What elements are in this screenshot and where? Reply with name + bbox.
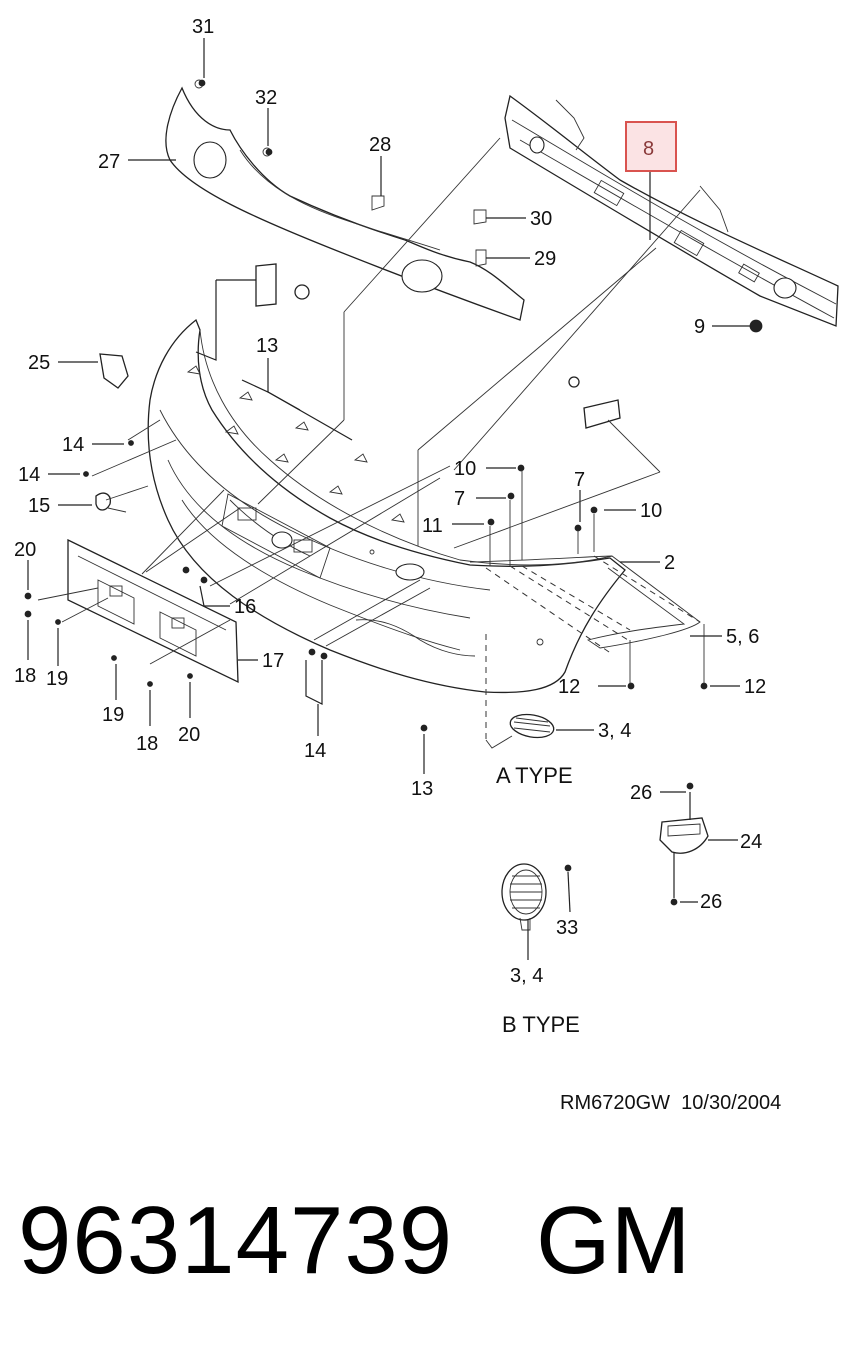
callout-5-6: 5, 6	[726, 626, 759, 648]
callout-25: 25	[28, 352, 50, 374]
callout-20-a: 20	[14, 539, 36, 561]
callout-18-b: 18	[136, 733, 158, 755]
fog-lamp-b-type-part	[501, 863, 547, 931]
callout-14-b: 14	[18, 464, 40, 486]
callout-26-b: 26	[700, 891, 722, 913]
callout-10-b: 10	[640, 500, 662, 522]
callout-14-a: 14	[62, 434, 84, 456]
callout-3-4-a: 3, 4	[598, 720, 631, 742]
callout-26-a: 26	[630, 782, 652, 804]
callout-11: 11	[422, 515, 443, 537]
callout-2: 2	[664, 552, 675, 574]
callout-3-4-b: 3, 4	[510, 965, 543, 987]
callout-28: 28	[369, 134, 391, 156]
callout-24: 24	[740, 831, 762, 853]
callout-9: 9	[694, 316, 705, 338]
a-type-label: A TYPE	[496, 763, 573, 788]
callout-7-a: 7	[454, 488, 465, 510]
fog-lamp-cover-a-type-part	[509, 713, 555, 739]
part-number: 96314739	[18, 1187, 454, 1294]
leader-lines	[27, 38, 750, 960]
callout-12-a: 12	[558, 676, 580, 698]
callout-31: 31	[192, 16, 214, 38]
callout-18-a: 18	[14, 665, 36, 687]
callout-14-c: 14	[304, 740, 326, 762]
callout-13-bottom: 13	[411, 778, 433, 800]
callout-12-b: 12	[744, 676, 766, 698]
callout-27: 27	[98, 151, 120, 173]
bumper-fascia-part	[147, 318, 701, 694]
energy-absorber-part	[165, 79, 525, 321]
callout-19-b: 19	[102, 704, 124, 726]
bumper-beam-part	[504, 94, 839, 327]
callout-19-a: 19	[46, 668, 68, 690]
brand-name: GM	[536, 1187, 691, 1294]
callout-16: 16	[234, 596, 256, 618]
callout-labels: 31 32 27 28 30 29 8 9 13 25 14 14 15 10 …	[14, 16, 766, 987]
callout-32: 32	[255, 87, 277, 109]
drawing-reference-code: RM6720GW 10/30/2004	[560, 1092, 782, 1114]
callout-29: 29	[534, 248, 556, 270]
callout-13-top: 13	[256, 335, 278, 357]
highlight-box	[625, 121, 677, 172]
small-parts	[95, 263, 621, 513]
callout-33: 33	[556, 917, 578, 939]
bracket-24-part	[659, 817, 709, 854]
callout-17: 17	[262, 650, 284, 672]
callout-30: 30	[530, 208, 552, 230]
callout-10-a: 10	[454, 458, 476, 480]
fasteners	[24, 79, 763, 906]
callout-7-b: 7	[574, 469, 585, 491]
callout-20-b: 20	[178, 724, 200, 746]
license-plate-bracket-part	[67, 538, 239, 684]
b-type-label: B TYPE	[502, 1012, 580, 1037]
callout-8: 8	[643, 138, 654, 160]
callout-15: 15	[28, 495, 50, 517]
